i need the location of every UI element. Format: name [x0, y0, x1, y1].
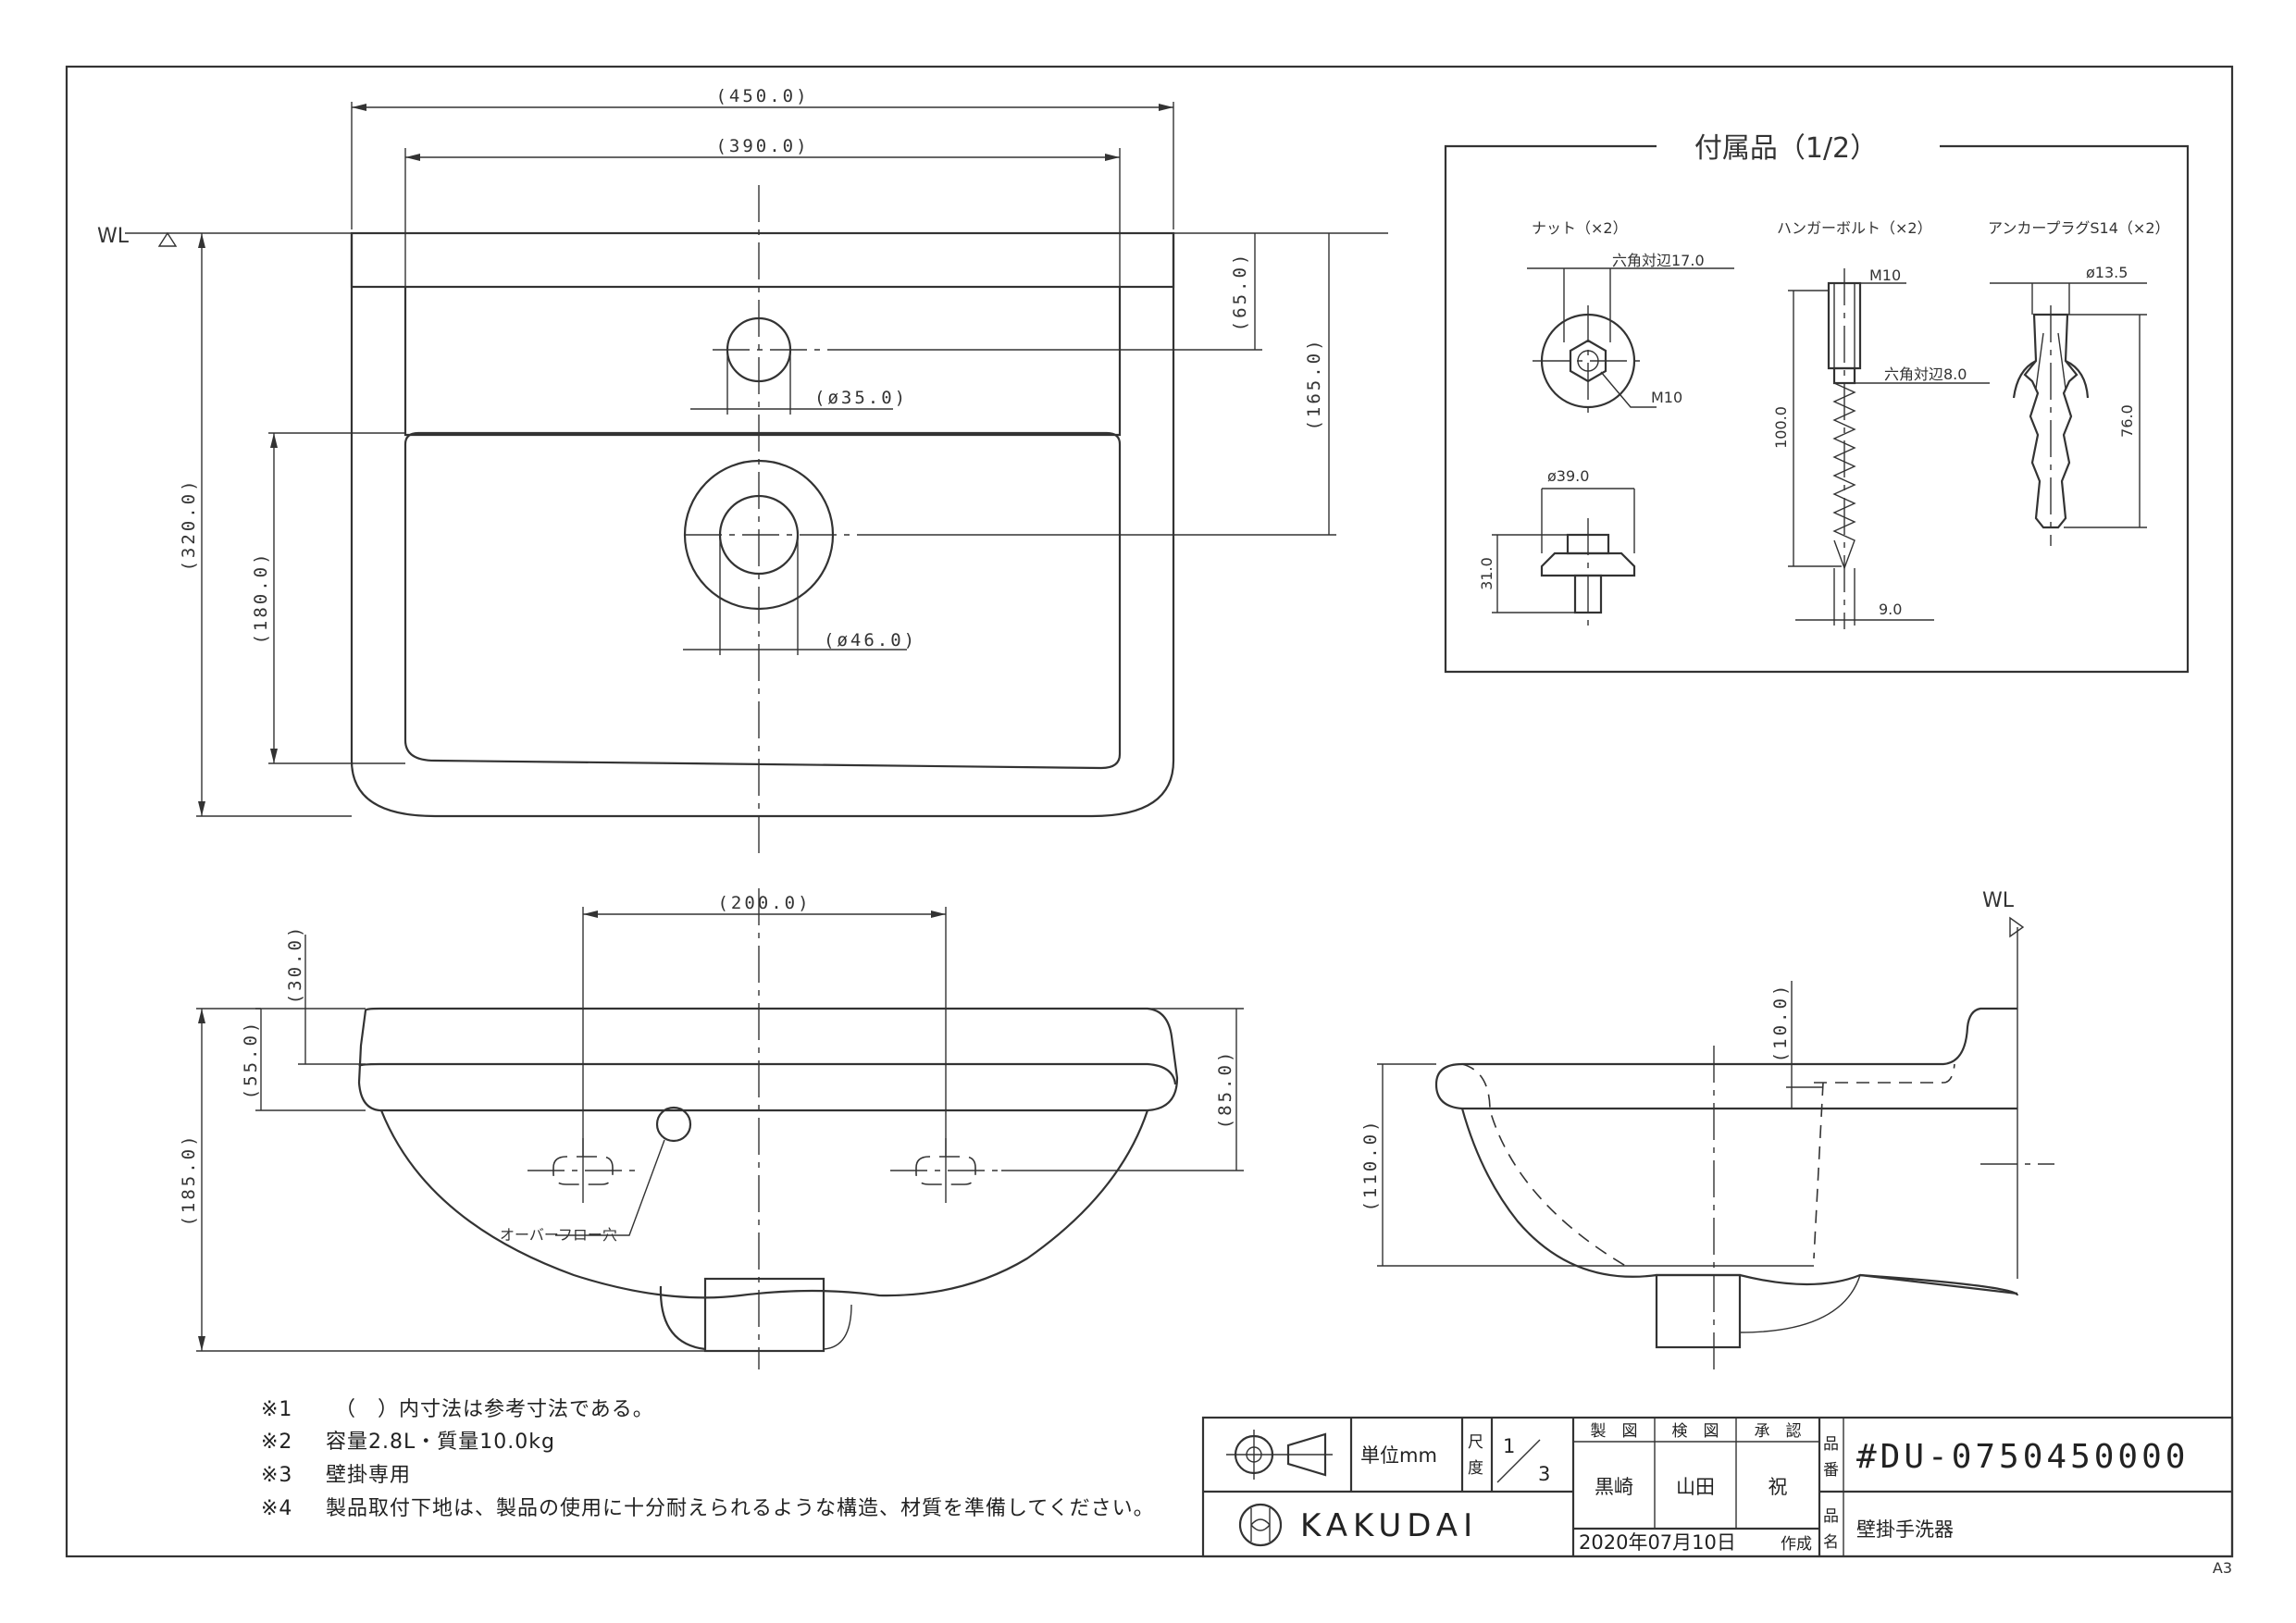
unit-label: 単位mm: [1360, 1444, 1437, 1467]
checked-label: 検 図: [1672, 1422, 1719, 1441]
dim-320: (320.0): [179, 477, 199, 571]
top-view: WL (450.0) (390.0) (65.0): [97, 86, 1388, 856]
note-3-text: 壁掛専用: [326, 1464, 411, 1487]
dim-side-10: (10.0): [1770, 983, 1791, 1063]
note-3-mark: ※3: [261, 1464, 292, 1487]
note-2-mark: ※2: [261, 1431, 292, 1454]
title-block: 単位mm 尺 度 1 3 製 図 検 図 承 認 黒崎 山田 祝 2020年07…: [1201, 1416, 2234, 1558]
scale-numerator: 1: [1503, 1435, 1515, 1457]
scale-label-1: 尺: [1468, 1433, 1483, 1452]
accessories-title: 付属品（1/2）: [1694, 132, 1878, 165]
dim-hole-35: (ø35.0): [814, 388, 908, 408]
dim-180: (180.0): [251, 551, 271, 644]
third-angle-projection-icon: [1226, 1430, 1333, 1480]
overflow-hole-label: オーバーフロー穴: [500, 1226, 617, 1244]
created-label: 作成: [1781, 1535, 1812, 1554]
bolt-thread: M10: [1869, 266, 1901, 284]
logo-text: KAKUDAI: [1300, 1507, 1478, 1544]
nut-thread: M10: [1651, 389, 1682, 406]
part-number: #DU-0750450000: [1856, 1438, 2189, 1476]
bolt-title: ハンガーボルト（×2）: [1777, 219, 1932, 237]
front-view: オーバーフロー穴 (200.0) (30.0) (55.0) (85.0) (1…: [179, 888, 1244, 1369]
side-view: WL (10.0) (110.0): [1360, 889, 2054, 1369]
drawing-border: [65, 65, 2234, 1558]
dim-side-110: (110.0): [1360, 1118, 1381, 1211]
plug-title: アンカープラグS14（×2）: [1988, 219, 2170, 237]
plug-length: 76.0: [2118, 404, 2136, 438]
nut-height: 31.0: [1478, 557, 1496, 590]
dim-200: (200.0): [717, 893, 811, 913]
approved-by: 祝: [1769, 1476, 1788, 1498]
part-name-label-2: 名: [1823, 1533, 1839, 1552]
drawn-by: 黒崎: [1595, 1476, 1633, 1498]
wl-side-triangle-icon: [2009, 916, 2025, 938]
dim-30: (30.0): [285, 924, 305, 1005]
scale-label-2: 度: [1468, 1459, 1483, 1478]
dim-185: (185.0): [179, 1133, 199, 1226]
note-4-text: 製品取付下地は、製品の使用に十分耐えられるような構造、材質を準備してください。: [326, 1497, 1155, 1520]
part-no-label-1: 品: [1823, 1435, 1839, 1454]
note-2-text: 容量2.8L・質量10.0kg: [326, 1431, 555, 1454]
kakudai-logo-icon: [1238, 1503, 1283, 1547]
drawn-label: 製 図: [1591, 1422, 1638, 1441]
scale-denominator: 3: [1538, 1463, 1550, 1485]
plug-dia: ø13.5: [2086, 264, 2128, 281]
bolt-dia: 9.0: [1879, 601, 1902, 618]
sheet-size: A3: [2213, 1559, 2232, 1577]
accessories-panel: 付属品（1/2） ナット（×2） 六角対辺17.0 M10 ø39.0 31.0…: [1444, 132, 2190, 674]
nut-hex: 六角対辺17.0: [1612, 252, 1705, 269]
notes: ※1 （ ）内寸法は参考寸法である。 ※2 容量2.8L・質量10.0kg ※3…: [261, 1398, 1155, 1520]
bolt-hex: 六角対辺8.0: [1884, 365, 1967, 383]
dim-65: (65.0): [1230, 252, 1250, 332]
dim-390: (390.0): [715, 136, 809, 156]
checked-by: 山田: [1676, 1476, 1715, 1498]
wl-triangle-icon: [157, 231, 178, 247]
bolt-length: 100.0: [1772, 406, 1790, 449]
part-name-label-1: 品: [1823, 1507, 1839, 1526]
dim-165: (165.0): [1304, 337, 1324, 430]
wl-label-top: WL: [97, 225, 130, 248]
part-no-label-2: 番: [1823, 1461, 1839, 1480]
date: 2020年07月10日: [1579, 1531, 1736, 1554]
nut-title: ナット（×2）: [1532, 219, 1628, 237]
nut-dia: ø39.0: [1547, 467, 1589, 485]
dim-55: (55.0): [241, 1020, 261, 1100]
note-1-mark: ※1: [261, 1398, 292, 1421]
dim-85: (85.0): [1215, 1049, 1235, 1130]
approved-label: 承 認: [1755, 1422, 1802, 1441]
part-name: 壁掛手洗器: [1856, 1518, 1954, 1541]
wl-label-side: WL: [1982, 889, 2015, 912]
note-1-text: （ ）内寸法は参考寸法である。: [335, 1398, 654, 1421]
dim-hole-46: (ø46.0): [824, 630, 917, 650]
dim-450: (450.0): [715, 86, 809, 106]
note-4-mark: ※4: [261, 1497, 292, 1520]
